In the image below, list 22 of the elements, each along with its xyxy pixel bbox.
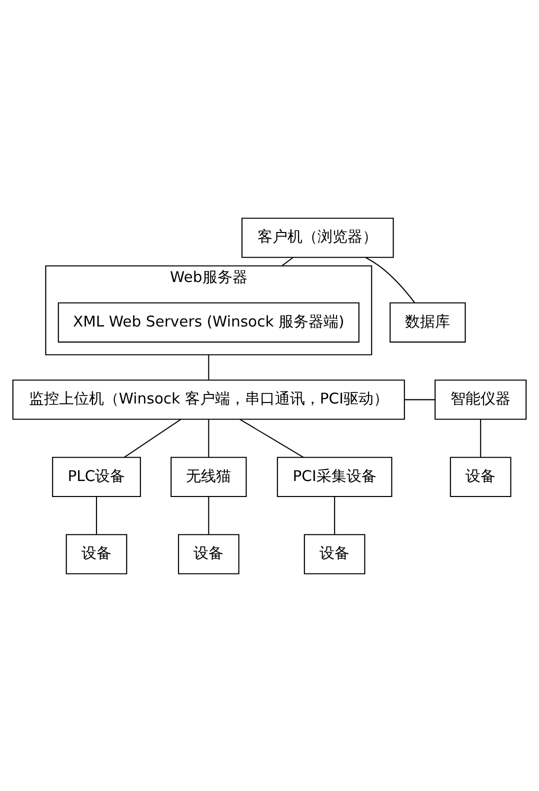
- node-box: 设备: [66, 534, 128, 574]
- connector: [334, 496, 336, 534]
- node-box: 智能仪器: [434, 379, 527, 420]
- node-box: 无线猫: [170, 456, 247, 497]
- connector: [96, 496, 98, 534]
- node-box: XML Web Servers (Winsock 服务器端): [58, 302, 360, 342]
- connector: [208, 496, 210, 534]
- connector: [208, 418, 210, 456]
- connector: [404, 398, 435, 400]
- node-box: PCI采集设备: [276, 456, 392, 497]
- node-box: 设备: [178, 534, 240, 574]
- node-box: 设备: [304, 534, 366, 574]
- connector: [480, 418, 482, 456]
- node-box: 监控上位机（Winsock 客户端，串口通讯，PCI驱动）: [12, 379, 405, 420]
- connector: [282, 256, 294, 266]
- connector: [124, 418, 182, 458]
- node-box: 客户机（浏览器）: [241, 217, 394, 258]
- node-box: 设备: [450, 456, 512, 497]
- node-box: 数据库: [390, 302, 466, 342]
- connector: [240, 418, 304, 458]
- connector: [208, 354, 210, 380]
- node-box: PLC设备: [52, 456, 141, 497]
